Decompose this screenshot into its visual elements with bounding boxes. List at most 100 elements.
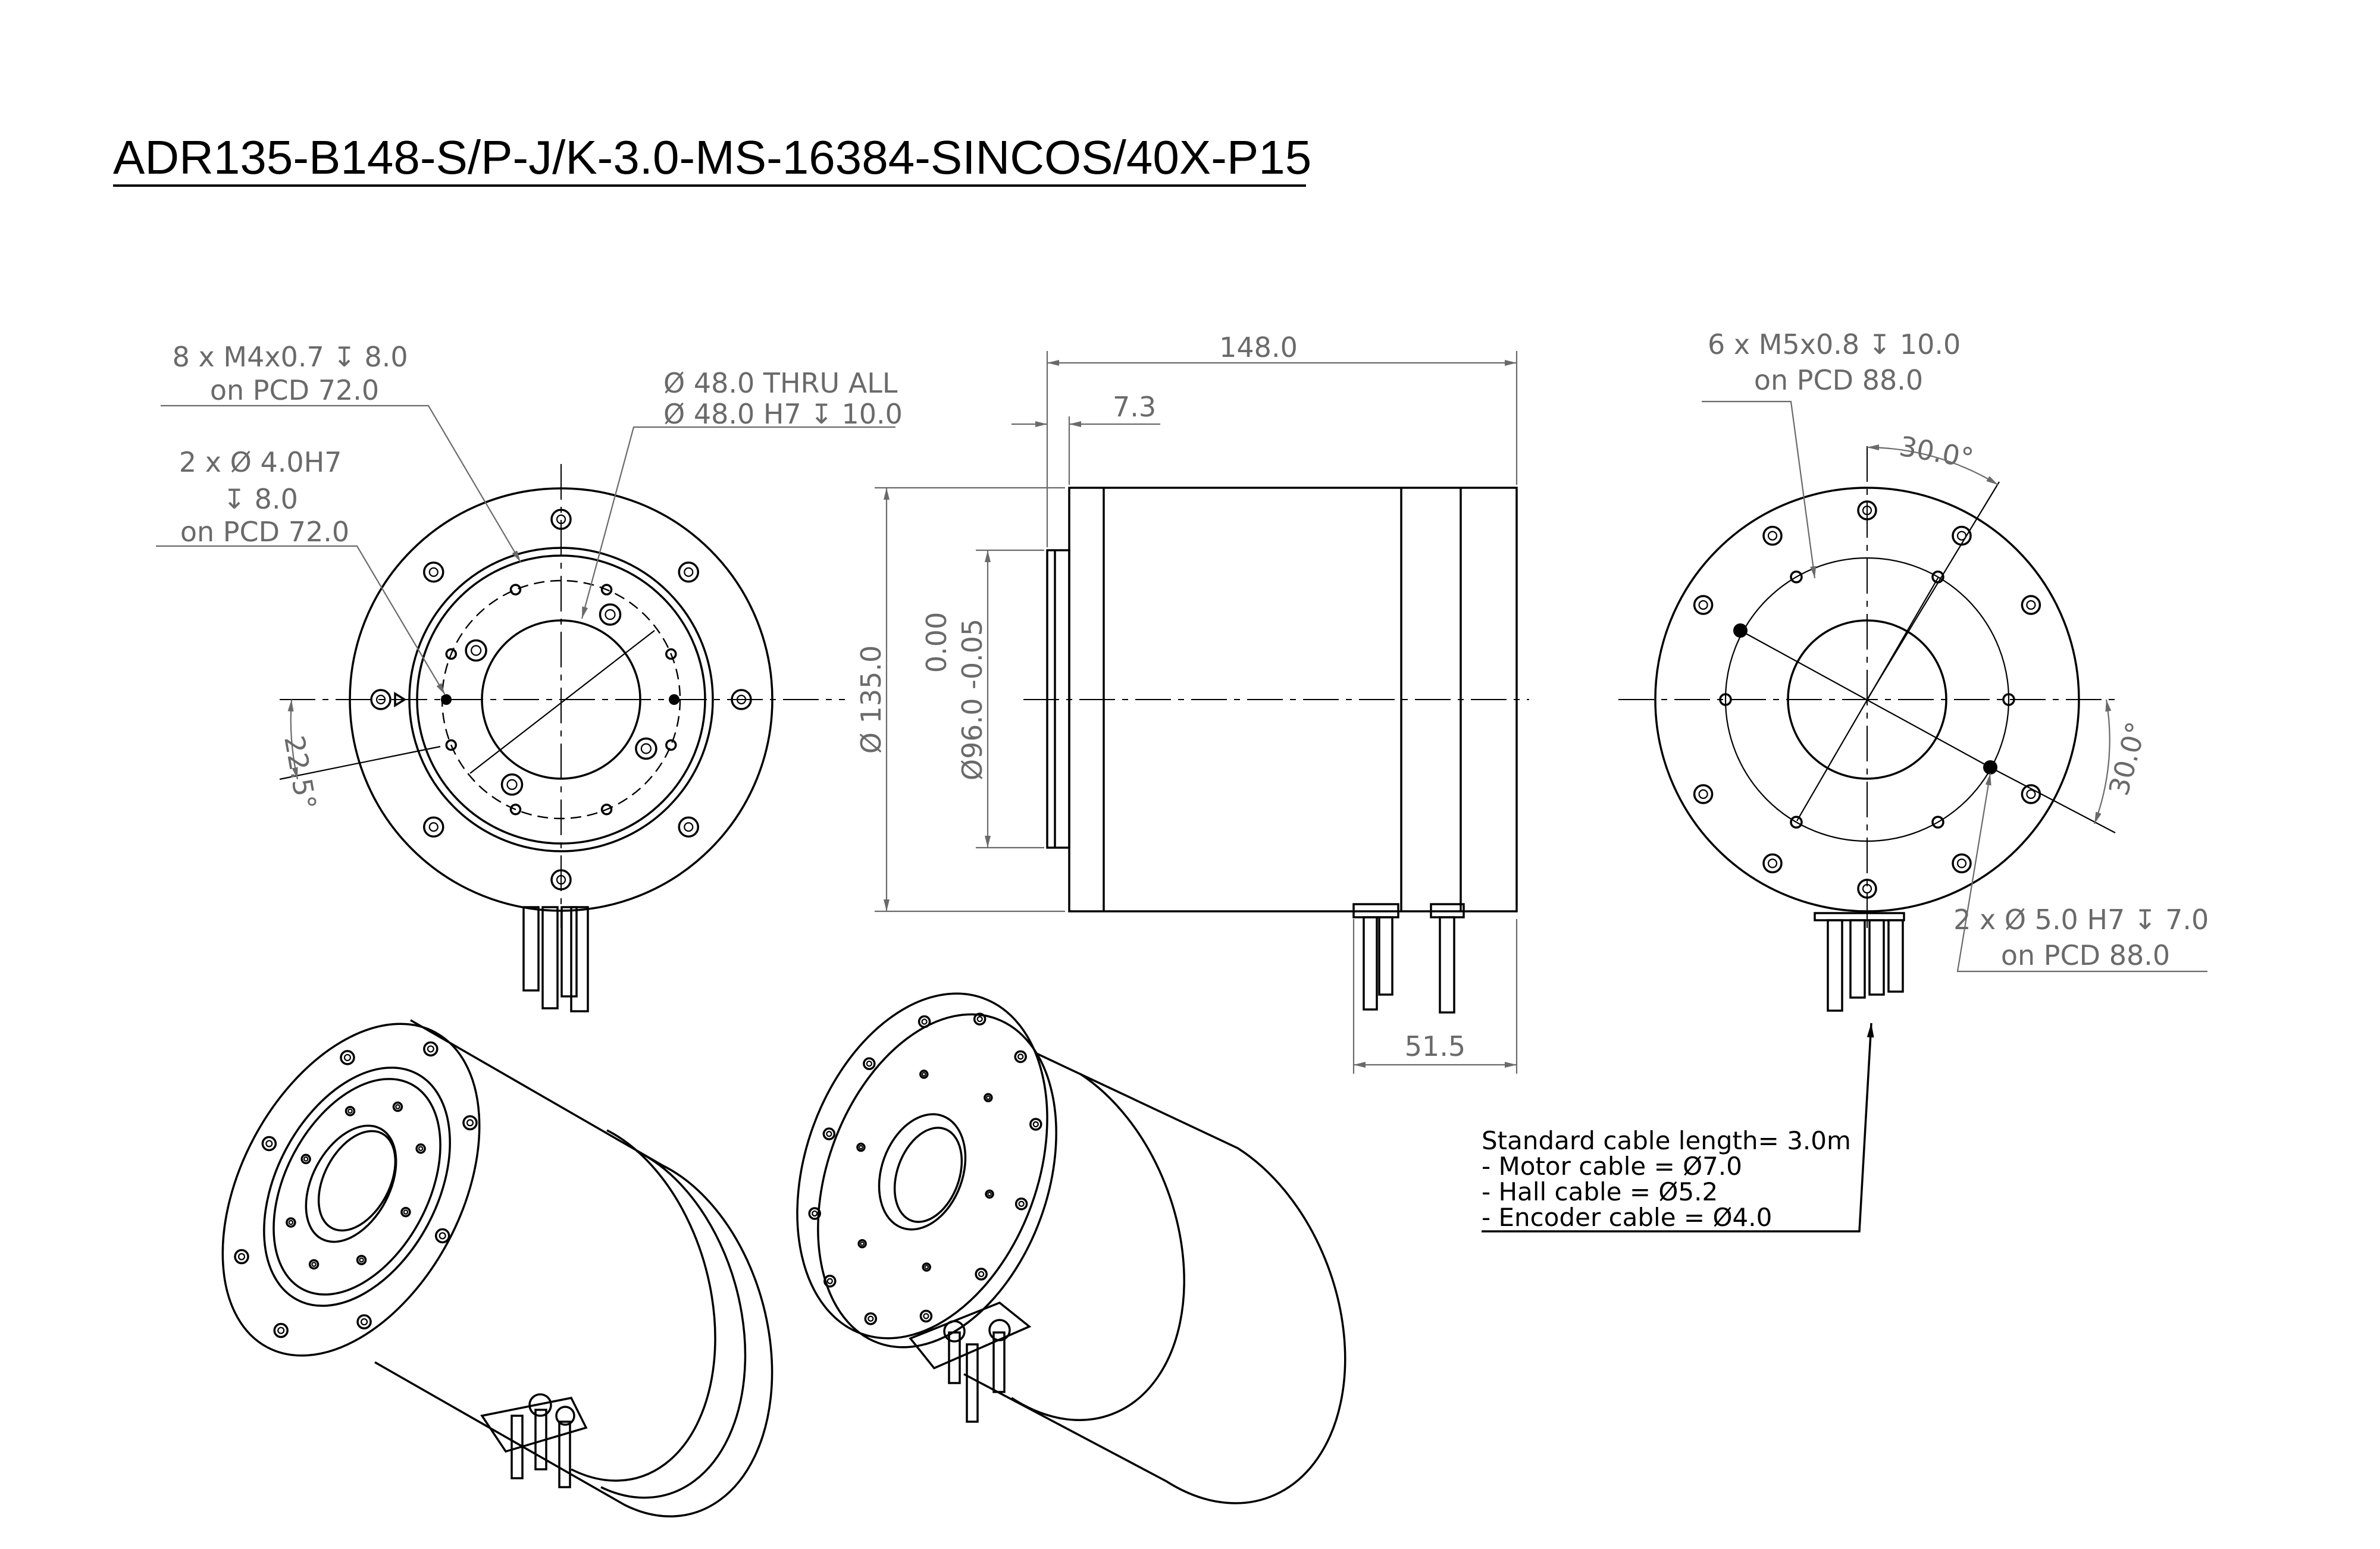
front-small-hole	[600, 804, 613, 816]
rear-pcd-hole	[1931, 570, 1944, 584]
callout-pin-front: 2 x Ø 4.0H7 ↧ 8.0 on PCD 72.0	[179, 446, 350, 548]
front-outer-hole-inner	[736, 694, 747, 705]
iso2-holes	[808, 1012, 1042, 1325]
rear-cable-4	[1887, 919, 1904, 993]
iso1-inner-hole	[308, 1259, 320, 1270]
front-inner-hole-inner	[605, 609, 616, 620]
front-inner-holes	[465, 603, 657, 796]
rear-pcd-hole	[1719, 693, 1732, 706]
front-outer-hole-inner	[556, 514, 566, 525]
drawing-title: ADR135-B148-S/P-J/K-3.0-MS-16384-SINCOS/…	[113, 131, 1311, 184]
iso1-cable-2	[534, 1409, 547, 1470]
front-small-hole	[509, 584, 522, 595]
rear-outer-hole-inner	[2026, 600, 2036, 610]
rear-outer-hole	[1952, 525, 1972, 546]
iso2-outer-hole	[808, 1207, 821, 1220]
rear-angle-arc-top	[1867, 444, 1999, 485]
callout-pin-rear: 2 x Ø 5.0 H7 ↧ 7.0 on PCD 88.0	[1953, 904, 2218, 971]
iso2-gland-2	[988, 1319, 1011, 1341]
rear-outer-hole-inner	[1956, 858, 1967, 868]
iso1-inner-hole	[356, 1255, 367, 1265]
cable-note: Standard cable length= 3.0m - Motor cabl…	[1482, 1023, 1874, 1233]
front-angle-label: 22.5°	[278, 733, 322, 813]
callout-pin-line2: ↧ 8.0	[223, 483, 298, 515]
rear-outer-hole	[1762, 525, 1783, 546]
rear-outer-hole	[1762, 853, 1783, 874]
dim-148-label: 148.0	[1219, 331, 1298, 363]
front-cable-3	[560, 906, 578, 998]
iso2-outer-hole	[1029, 1118, 1042, 1131]
iso2-body-band	[1011, 1073, 1185, 1421]
iso1-inner-hole	[400, 1206, 411, 1218]
iso1-outer-hole	[340, 1050, 355, 1065]
dim-51-5-label: 51.5	[1405, 1030, 1465, 1062]
front-outer-hole-inner	[428, 567, 439, 577]
front-view: 22.5° 8 x M4x0.7 ↧ 8.0 on PCD 72.0 2 x Ø…	[156, 341, 906, 1012]
iso2-face-rim	[817, 1013, 1057, 1349]
cable-note-line1: Standard cable length= 3.0m	[1482, 1126, 1851, 1155]
iso1-outer-hole	[462, 1115, 478, 1131]
iso1-inner-hole	[415, 1143, 426, 1154]
front-outer-hole	[422, 816, 444, 838]
iso2-outer-hole-inner	[978, 1271, 985, 1278]
front-small-hole	[665, 739, 677, 751]
isometric-view-rear	[796, 992, 1346, 1504]
rear-cable-2	[1849, 919, 1866, 999]
iso2-outer-hole-inner	[1017, 1053, 1024, 1060]
iso1-outer-hole-inner	[427, 1045, 434, 1053]
side-cable-1a	[1363, 916, 1378, 1011]
leader-m5	[1702, 400, 1817, 579]
rear-angle-arc-right	[2093, 699, 2112, 824]
callout-bore-line1: Ø 48.0 THRU ALL	[663, 367, 898, 399]
iso2-outer-hole-inner	[826, 1278, 833, 1284]
front-outer-hole-inner	[428, 822, 439, 832]
leader-pin	[156, 545, 446, 695]
iso2-outer-hole	[1014, 1197, 1028, 1211]
iso1-inner-hole-inner	[311, 1262, 317, 1267]
iso2-inner-hole	[922, 1262, 931, 1272]
iso1-gland-2	[555, 1406, 575, 1426]
iso2-cable-1	[948, 1331, 961, 1384]
iso2-inner-hole-inner	[986, 1095, 991, 1100]
rear-outer-hole-inner	[1862, 883, 1872, 894]
callout-bore-line2: Ø 48.0 H7 ↧ 10.0	[663, 398, 903, 430]
front-angle-arc	[287, 699, 299, 780]
rear-angle-ray-top	[1867, 481, 2000, 700]
iso1-inner-hole	[300, 1153, 311, 1165]
rear-outer-hole	[1693, 784, 1714, 804]
side-cable-1b	[1378, 916, 1393, 996]
iso1-outer-hole-inner	[439, 1232, 446, 1240]
front-outer-holes	[370, 509, 752, 890]
cable-note-line4: - Encoder cable = Ø4.0	[1482, 1203, 1772, 1232]
iso2-outer-hole	[975, 1268, 988, 1281]
callout-bore: Ø 48.0 THRU ALL Ø 48.0 H7 ↧ 10.0	[663, 367, 906, 430]
iso1-outer-hole-inner	[237, 1253, 246, 1260]
rear-outer-hole	[2021, 784, 2041, 804]
front-inner-hole	[500, 773, 524, 796]
rear-outer-hole-inner	[1698, 600, 1708, 610]
iso1-inner-hole-inner	[303, 1156, 309, 1162]
iso2-body-outline	[963, 1052, 1346, 1504]
iso1-body-band-2	[600, 1150, 747, 1499]
front-outer-hole-inner	[684, 567, 694, 577]
iso2-outer-hole	[823, 1274, 837, 1288]
front-outer-hole-inner	[556, 874, 566, 885]
iso2-inner-hole-inner	[922, 1072, 926, 1077]
front-outer-hole	[731, 689, 752, 710]
iso2-outer-hole-inner	[976, 1016, 983, 1023]
callout-rear-pin-line2: on PCD 88.0	[2001, 939, 2170, 971]
iso1-inner-hole-inner	[403, 1209, 409, 1215]
leader-rear-pin	[1956, 773, 2207, 973]
iso2-outer-hole	[917, 1015, 931, 1029]
iso1-outer-hole	[261, 1136, 277, 1152]
iso2-outer-hole	[1014, 1050, 1027, 1064]
iso2-inner-hole	[985, 1189, 994, 1199]
iso1-inner-hole	[345, 1106, 356, 1117]
front-angle-line	[279, 745, 441, 780]
dim-135-label: Ø 135.0	[855, 645, 887, 754]
iso2-bore	[878, 1113, 967, 1231]
iso1-inner-hole-inner	[418, 1146, 424, 1152]
side-pilot	[1046, 549, 1070, 849]
iso1-body-band-1	[571, 1129, 716, 1482]
